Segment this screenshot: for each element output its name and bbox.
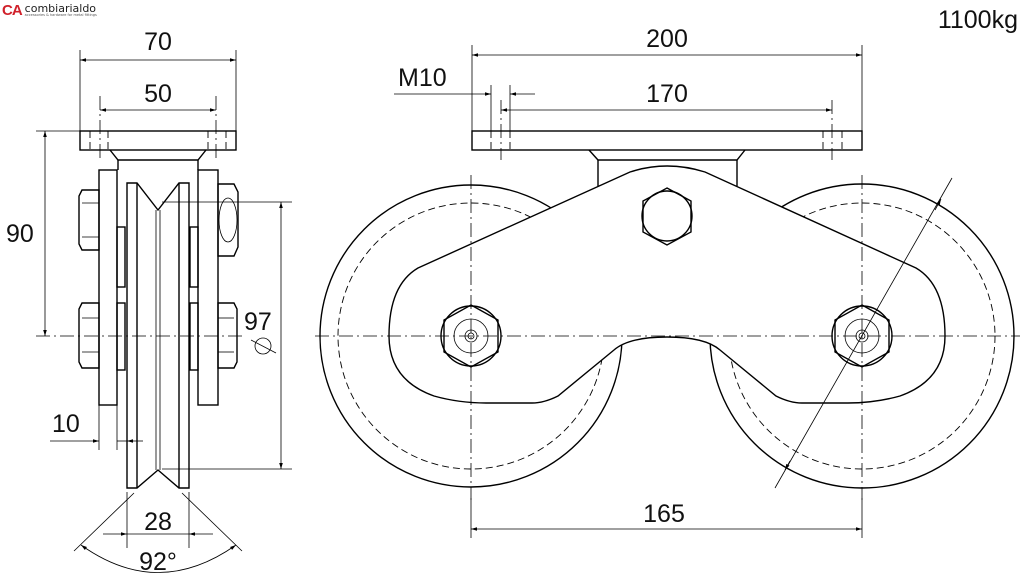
dim-axle-spacing: 165: [643, 500, 685, 528]
dim-plate-width: 70: [144, 28, 172, 56]
fork-arm-right: [197, 169, 219, 406]
dim-wheel-thickness: 10: [52, 410, 80, 438]
brand-tagline: accessories & hardware for metal fitting…: [24, 13, 97, 18]
dim-height: 90: [6, 220, 34, 248]
dim-groove-angle: 92°: [139, 548, 177, 576]
diameter-symbol: [250, 337, 277, 355]
center-bolt-hex: [642, 187, 692, 246]
dim-wheel-diameter: 97: [244, 308, 272, 336]
dim-bolt-size: M10: [398, 64, 447, 92]
brand-logo: CA combiarialdo accessories & hardware f…: [2, 2, 97, 19]
fork-arm-left: [98, 169, 118, 406]
dim-hole-spacing-front: 170: [646, 80, 688, 108]
load-capacity: 1100kg: [937, 6, 1018, 34]
dim-groove-width: 28: [144, 508, 172, 536]
logo-mark: CA: [2, 2, 23, 19]
side-mounting-plate: [79, 130, 237, 151]
bolt-head-left-top: [78, 189, 100, 251]
dim-plate-length: 200: [646, 25, 688, 53]
front-mounting-plate: [471, 130, 863, 151]
brand-name: combiarialdo: [24, 2, 97, 16]
axle-nut-right: [831, 304, 893, 368]
bolt-head-left-bottom: [78, 302, 100, 369]
dim-hole-spacing-side: 50: [144, 80, 172, 108]
swing-arm-bracket: [388, 165, 946, 404]
nut-right-bottom: [217, 302, 238, 369]
front-view: 200 M10 170 165: [315, 25, 1020, 538]
side-view: 70 50 90 97 10 28 92°: [6, 28, 292, 576]
axle-nut-left: [440, 304, 502, 368]
nut-right-top: [217, 183, 239, 257]
grooved-wheel-side: [126, 182, 190, 489]
